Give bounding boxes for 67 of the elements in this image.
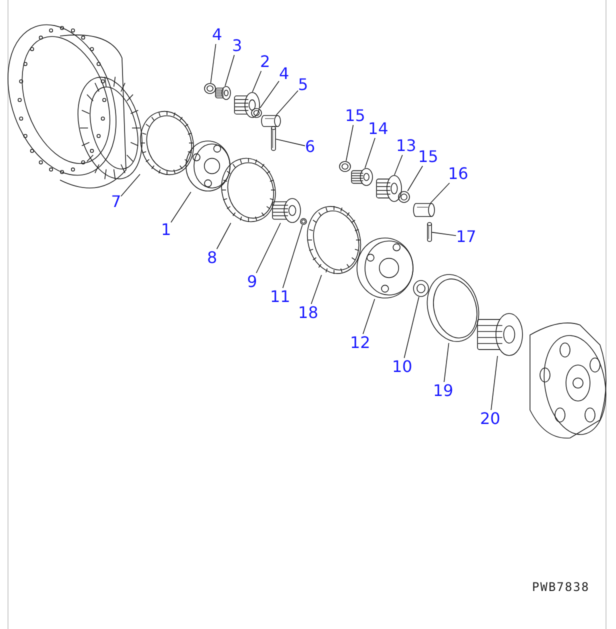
callout-number: 1 bbox=[161, 221, 172, 239]
drawing-number: PWB7838 bbox=[532, 580, 590, 594]
callout-number: 8 bbox=[207, 249, 218, 267]
leader-line bbox=[256, 222, 281, 274]
planet-carrier-drawing bbox=[185, 140, 231, 192]
callout-number: 5 bbox=[298, 76, 308, 94]
washer-drawing bbox=[251, 108, 262, 118]
leader-line bbox=[210, 44, 216, 84]
callout-number: 4 bbox=[212, 26, 222, 44]
callout-number: 14 bbox=[368, 120, 388, 138]
leader-line bbox=[282, 224, 303, 288]
washer-drawing bbox=[300, 218, 307, 225]
washer-drawing bbox=[204, 83, 216, 94]
callout-number: 12 bbox=[350, 334, 370, 352]
leader-line bbox=[404, 296, 420, 358]
callout-number: 15 bbox=[345, 107, 366, 125]
gear-drawing bbox=[477, 313, 523, 356]
leader-line bbox=[216, 222, 232, 250]
leader-line bbox=[224, 54, 235, 86]
callout-number: 3 bbox=[232, 37, 242, 55]
callout-number: 17 bbox=[456, 228, 476, 246]
callout-number: 16 bbox=[448, 165, 468, 183]
gear-drawing bbox=[376, 175, 402, 202]
leader-line bbox=[310, 274, 322, 304]
callout-number: 19 bbox=[433, 382, 454, 400]
callout-number: 18 bbox=[298, 304, 318, 322]
leader-line bbox=[276, 90, 298, 116]
callout-number: 2 bbox=[260, 53, 270, 71]
callout-number: 11 bbox=[270, 288, 290, 306]
bearing-drawing bbox=[351, 168, 373, 186]
leader-line bbox=[444, 342, 450, 382]
pin-drawing bbox=[271, 126, 276, 151]
leader-line bbox=[260, 80, 280, 108]
callout-number: 7 bbox=[111, 193, 122, 211]
pin-drawing bbox=[413, 203, 435, 217]
washer-drawing bbox=[339, 161, 351, 172]
leader-line bbox=[252, 70, 262, 92]
leader-line bbox=[407, 166, 423, 192]
callout-number: 6 bbox=[305, 138, 316, 156]
bearing-drawing bbox=[215, 86, 231, 100]
leader-line bbox=[170, 192, 192, 223]
leader-line bbox=[364, 138, 376, 168]
callout-number: 4 bbox=[279, 65, 290, 83]
leader-line bbox=[394, 154, 403, 176]
gear-drawing bbox=[272, 198, 301, 223]
washer-drawing bbox=[413, 280, 429, 297]
leader-line bbox=[346, 124, 354, 162]
gear-ring-drawing bbox=[307, 205, 361, 275]
callout-number: 15 bbox=[418, 148, 438, 166]
washer-drawing bbox=[398, 191, 410, 203]
leader-line bbox=[430, 182, 450, 204]
callout-number: 20 bbox=[480, 410, 500, 428]
gear-drawing bbox=[234, 92, 260, 118]
callout-number: 10 bbox=[392, 358, 412, 376]
leader-line bbox=[120, 174, 140, 197]
planet-carrier-drawing bbox=[356, 237, 414, 299]
leader-line bbox=[276, 138, 306, 146]
leader-line bbox=[432, 232, 456, 236]
gear-ring-drawing bbox=[140, 110, 194, 176]
callout-number: 9 bbox=[247, 273, 258, 291]
ring-drawing bbox=[427, 273, 479, 343]
callout-number: 13 bbox=[396, 137, 416, 155]
leader-line bbox=[490, 356, 498, 410]
pin-drawing bbox=[427, 222, 432, 242]
gear-ring-drawing bbox=[221, 157, 276, 223]
pin-drawing bbox=[261, 115, 281, 127]
leader-line bbox=[362, 298, 376, 334]
